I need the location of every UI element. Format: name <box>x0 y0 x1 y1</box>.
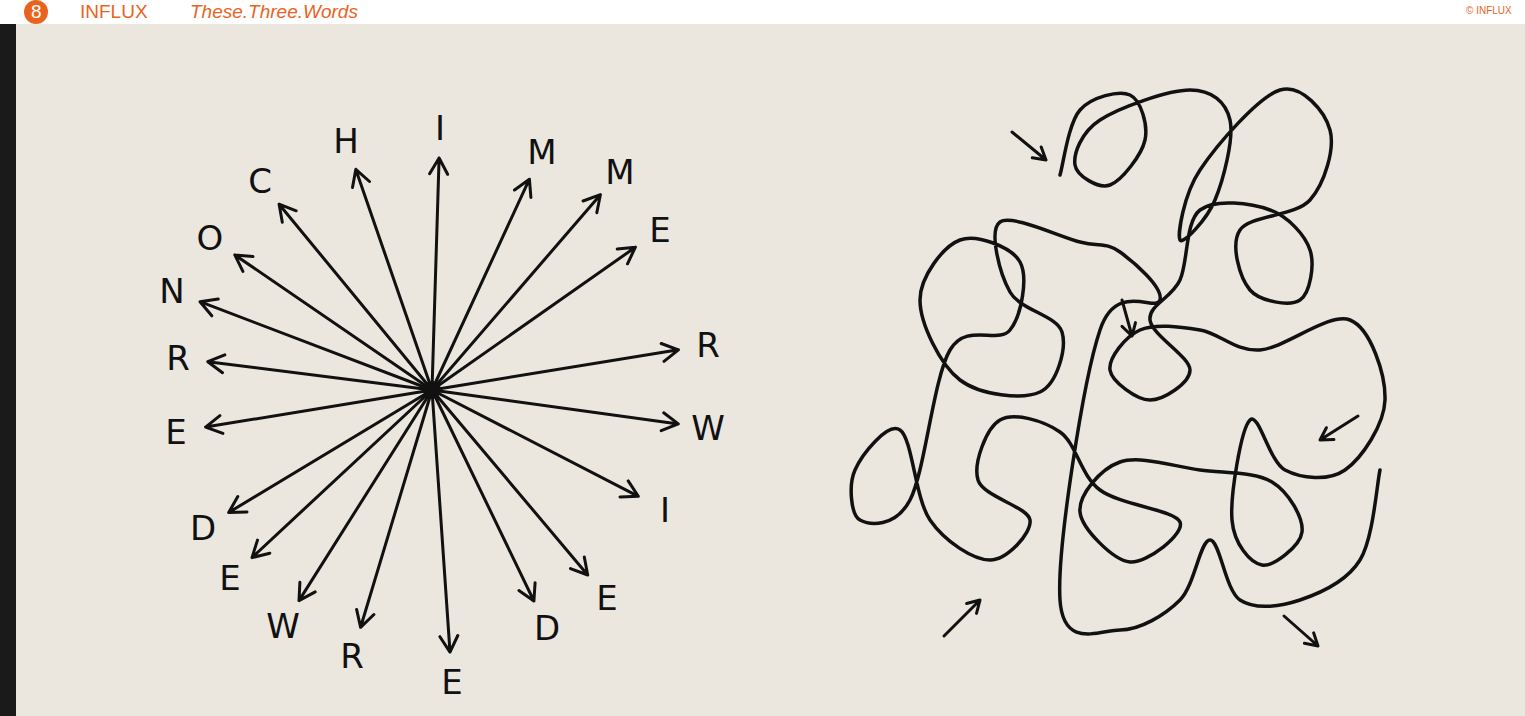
radial-arrow <box>229 390 432 513</box>
small-arrow <box>1122 300 1136 336</box>
edge-strip <box>0 24 16 716</box>
header-text: INFLUX <box>80 2 148 21</box>
arrow-letter: R <box>696 328 720 362</box>
arrow-letter: H <box>333 124 359 158</box>
small-arrows <box>944 132 1358 646</box>
arrow-letter: W <box>266 609 300 643</box>
radial-arrow <box>432 390 588 575</box>
small-arrow <box>1284 616 1318 646</box>
radial-arrow <box>200 299 432 390</box>
arrow-letter: R <box>166 341 190 375</box>
radial-arrow <box>353 169 433 390</box>
arrow-letter: E <box>165 415 186 449</box>
radial-arrow <box>430 158 448 390</box>
arrow-letter: E <box>219 561 240 595</box>
radial-arrow <box>432 247 635 390</box>
copyright-note: © INFLUX <box>1466 6 1512 16</box>
arrow-letter: D <box>190 511 216 545</box>
arrow-letter: D <box>534 611 560 645</box>
radial-arrow <box>432 179 531 390</box>
arrow-letter: N <box>159 274 184 308</box>
radial-arrow <box>206 390 432 433</box>
small-arrow <box>1320 416 1358 440</box>
radial-arrow <box>279 204 432 390</box>
header-text: These.Three.Words <box>190 2 358 21</box>
arrow-letter: I <box>435 111 445 145</box>
radial-arrow <box>235 255 432 390</box>
center-dot <box>423 381 441 399</box>
radial-arrow <box>432 390 535 601</box>
header-band <box>0 0 1525 24</box>
radial-arrows <box>200 158 678 652</box>
page-number: 8 <box>31 2 42 21</box>
arrow-letter: M <box>527 135 556 169</box>
radial-arrow <box>208 355 432 390</box>
radial-arrow <box>432 390 458 652</box>
arrow-letter: E <box>649 213 670 247</box>
radial-arrow <box>432 195 600 390</box>
arrow-letter: E <box>596 581 617 615</box>
arrow-letter: M <box>605 155 634 189</box>
arrow-letter: O <box>197 221 224 255</box>
arrow-letter: W <box>691 411 725 445</box>
arrow-letter: C <box>248 164 272 198</box>
small-arrow <box>1012 132 1046 160</box>
arrow-letter: E <box>441 665 462 699</box>
small-arrow <box>944 600 980 636</box>
tangled-line <box>851 89 1385 634</box>
radial-arrow <box>432 344 678 391</box>
arrow-letter: R <box>340 639 364 673</box>
radial-arrow <box>432 390 638 497</box>
arrow-letter: I <box>660 493 670 527</box>
